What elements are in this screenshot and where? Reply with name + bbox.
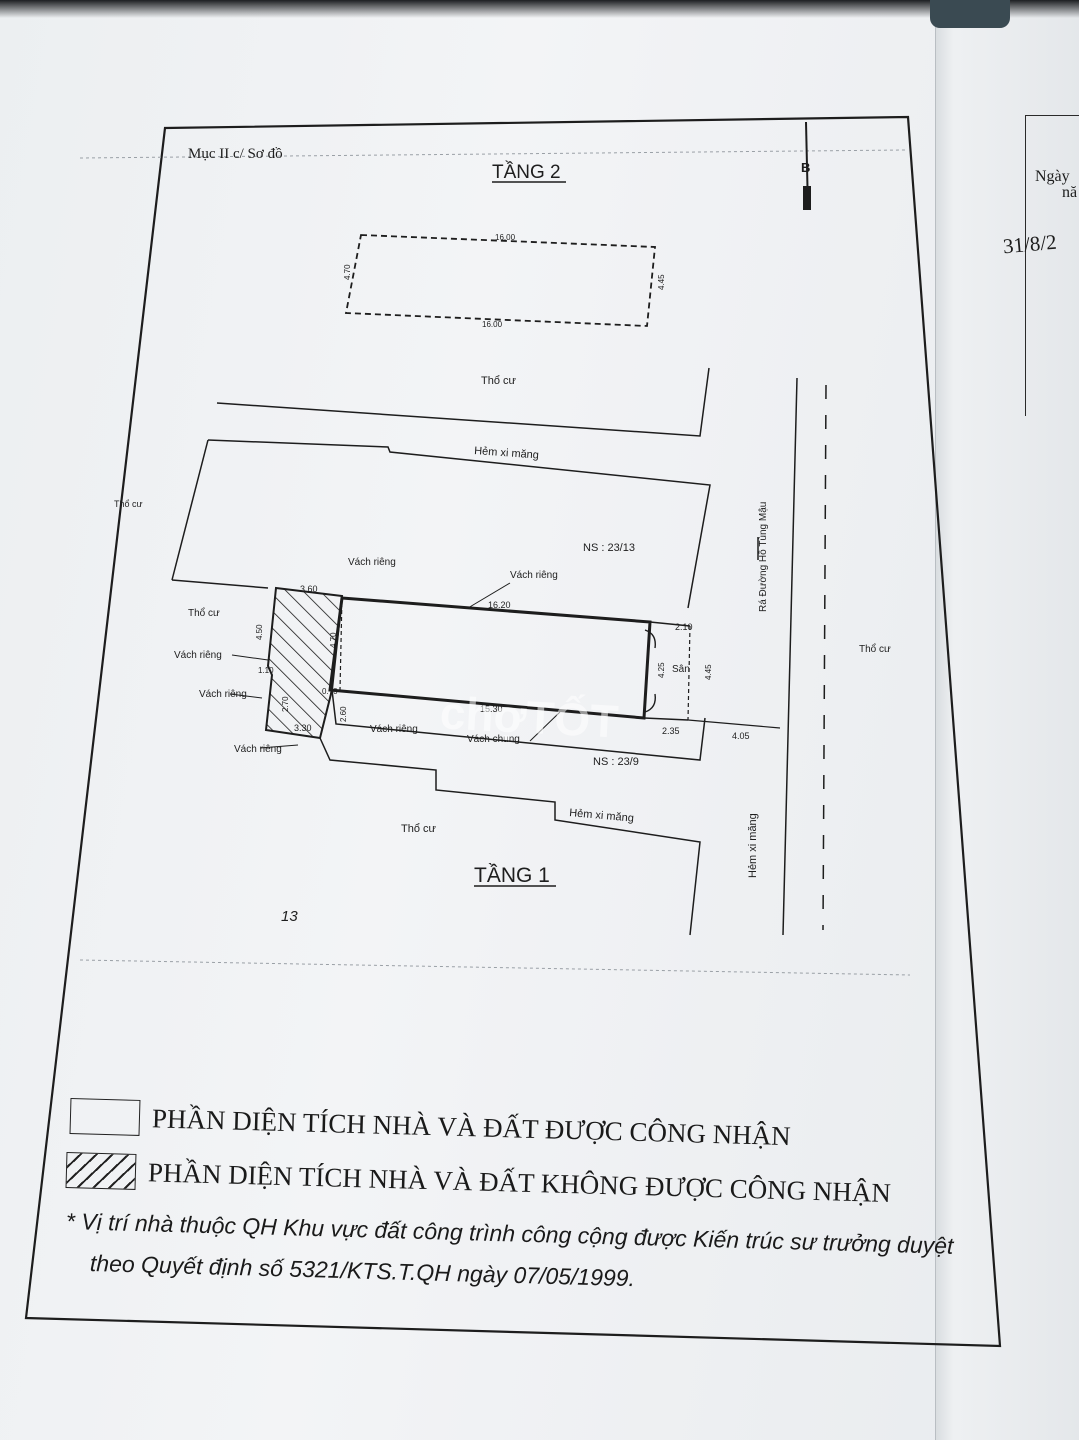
label-tho-cu-left2: Thổ cư: [188, 607, 220, 619]
hatched-divider: [339, 595, 343, 691]
label-vach-rieng-4: Vách riêng: [199, 689, 247, 700]
handwritten-number: 13: [281, 908, 298, 925]
alley-north-edge: [216, 367, 710, 437]
floor2-dim-left: 4.70: [343, 264, 352, 280]
street-centerline: [822, 384, 827, 931]
leader-vach-rieng-2: [467, 582, 511, 609]
non-recognized-area: [264, 586, 344, 740]
label-san: Sân: [672, 664, 690, 675]
neighbor-west-boundary: [171, 439, 209, 581]
front-yard-top-edge: [649, 621, 691, 627]
label-hem-top: Hẻm xi măng: [474, 445, 539, 461]
label-vach-rieng-1: Vách riêng: [348, 557, 396, 568]
dim-4-05: 4.05: [732, 731, 750, 741]
neighbor-north-boundary: [207, 439, 711, 609]
dim-3-30: 3.30: [294, 723, 312, 733]
dim-4-70: 4.70: [329, 632, 338, 648]
corner-object: [930, 0, 1010, 28]
label-ns-23-9: NS : 23/9: [593, 756, 639, 768]
door-symbol-top: [644, 629, 656, 649]
label-hem-bottom: Hẻm xi măng: [569, 807, 635, 825]
section-label: Mục II c/ Sơ đồ: [188, 146, 283, 162]
label-road: Rá Đường Hồ Tùng Mậu: [757, 502, 769, 612]
leader-vach-rieng-5: [259, 744, 299, 749]
label-tho-cu-left: Thổ cư: [114, 499, 143, 509]
photo-edge-shadow: [0, 0, 1079, 18]
dim-2-10: 2.10: [675, 622, 693, 632]
adjacent-page: [935, 0, 1079, 1440]
label-hem-right: Hẻm xi măng: [747, 813, 759, 878]
label-vach-chung: Vách chung: [467, 734, 520, 745]
label-vach-rieng-6: Vách riêng: [370, 724, 418, 735]
label-tho-cu-right: Thổ cư: [859, 643, 891, 655]
leader-vach-rieng-3: [231, 654, 269, 661]
page-border: [24, 115, 1002, 1348]
label-tho-cu-top: Thổ cư: [481, 375, 517, 387]
adjacent-page-table: [1025, 115, 1079, 416]
dim-15-30: 15.30: [480, 704, 503, 714]
north-label: B: [801, 160, 810, 175]
dim-4-45: 4.45: [704, 664, 713, 680]
north-arrow-head: [803, 186, 811, 210]
dim-4-25: 4.25: [657, 662, 666, 678]
dim-3-60: 3.60: [300, 584, 318, 594]
dim-1-10: 1.10: [258, 666, 274, 675]
front-yard-boundary: [687, 625, 691, 721]
neighbor-south-boundary: [171, 579, 269, 589]
floor2-dim-top: 16.00: [495, 233, 516, 242]
street-west-edge: [782, 377, 798, 936]
label-vach-rieng-2: Vách riêng: [510, 570, 558, 581]
dim-2-35: 2.35: [662, 726, 680, 736]
floor2-title: TẦNG 2: [492, 161, 561, 183]
dim-2-60: 2.60: [339, 706, 348, 722]
adjacent-page-header-day: Ngày: [1035, 168, 1070, 185]
floor1-title: TẦNG 1: [474, 864, 550, 887]
label-vach-rieng-3: Vách riêng: [174, 650, 222, 661]
floor2-dim-right: 4.45: [657, 274, 666, 290]
label-ns-23-13: NS : 23/13: [583, 542, 635, 554]
neighbor-south-steps: [319, 737, 701, 936]
dim-0-70: 0.70: [322, 687, 338, 696]
dim-405-line: [687, 719, 781, 729]
leader-vach-rieng-4: [229, 693, 263, 699]
floor2-dim-bottom: 16.00: [482, 320, 503, 329]
dim-2-70: 2.70: [281, 696, 290, 712]
label-tho-cu-bottom: Thổ cư: [401, 823, 437, 835]
footer-guide-line: [79, 959, 911, 976]
floor2-outline: [344, 234, 656, 327]
dim-4-50: 4.50: [255, 624, 264, 640]
front-yard-bottom-edge: [643, 717, 689, 721]
adjacent-page-header-year: nă: [1062, 184, 1078, 201]
neighbor-23-9-boundary: [331, 689, 706, 761]
door-symbol-bottom: [644, 693, 656, 713]
watermark-logo: chợTỐT: [438, 686, 620, 748]
dim-16-20: 16.20: [488, 600, 511, 610]
label-vach-rieng-5: Vách riêng: [234, 744, 282, 755]
leader-vach-chung: [529, 711, 561, 742]
